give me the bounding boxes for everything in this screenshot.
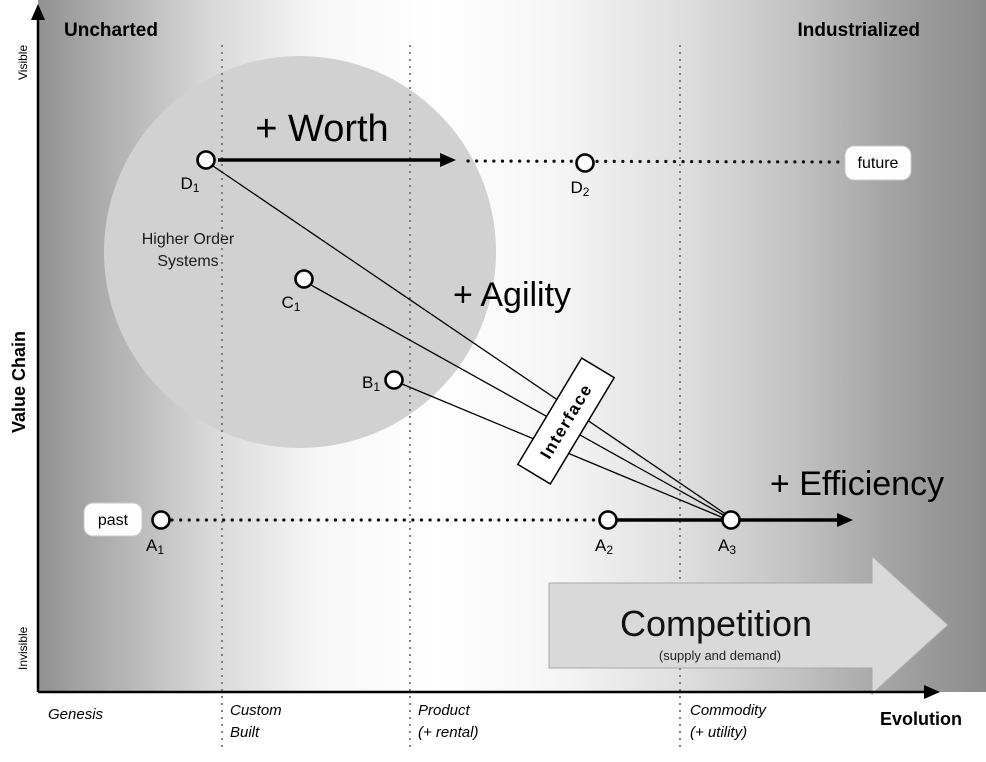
stage-custom-line2: Built bbox=[230, 724, 260, 741]
stage-genesis-line1: Genesis bbox=[48, 706, 104, 723]
node-label-b1: B1 bbox=[362, 373, 380, 394]
node-a1 bbox=[151, 510, 171, 530]
higher-order-systems-label-line1: Higher Order bbox=[142, 231, 235, 248]
node-label-a1: A1 bbox=[146, 536, 164, 557]
node-b1 bbox=[384, 370, 404, 390]
node-label-d2: D2 bbox=[571, 178, 590, 199]
node-c1 bbox=[294, 269, 314, 289]
stage-commodity-line2: (+ utility) bbox=[690, 724, 747, 741]
link-c1-a3 bbox=[310, 284, 728, 518]
node-label-c1: C1 bbox=[282, 293, 301, 314]
competition-label: Competition bbox=[620, 603, 812, 644]
future-tag-box bbox=[844, 145, 912, 181]
higher-order-systems-label-line2: Systems bbox=[157, 253, 218, 270]
node-label-a3: A3 bbox=[718, 536, 736, 557]
stage-product-line2: (+ rental) bbox=[418, 724, 478, 741]
interface-box-rect bbox=[516, 357, 616, 485]
invisible-label: Invisible bbox=[16, 626, 30, 670]
link-d1-a3 bbox=[212, 165, 728, 516]
past-tag-box bbox=[83, 502, 143, 537]
worth-annotation: + Worth bbox=[255, 108, 388, 150]
future-label: future bbox=[858, 155, 899, 172]
uncharted-label: Uncharted bbox=[64, 20, 158, 41]
x-axis-arrowhead bbox=[924, 685, 940, 699]
competition-sublabel: (supply and demand) bbox=[659, 648, 781, 663]
industrialized-label: Industrialized bbox=[798, 20, 920, 41]
evolution-label: Evolution bbox=[880, 709, 962, 729]
stage-custom-line1: Custom bbox=[230, 702, 282, 719]
node-label-d1: D1 bbox=[181, 174, 200, 195]
visible-label: Visible bbox=[16, 45, 30, 80]
efficiency-annotation: + Efficiency bbox=[770, 465, 944, 503]
node-d2 bbox=[575, 153, 595, 173]
worth-arrowhead bbox=[440, 153, 456, 167]
future-dotted-line bbox=[466, 159, 840, 164]
stage-commodity-line1: Commodity bbox=[690, 702, 767, 719]
y-axis-arrowhead bbox=[31, 4, 45, 20]
agility-annotation: + Agility bbox=[453, 276, 571, 314]
node-label-a2: A2 bbox=[595, 536, 613, 557]
node-d1 bbox=[196, 150, 216, 170]
competition-arrow bbox=[548, 554, 949, 696]
node-a2 bbox=[598, 510, 618, 530]
node-a3 bbox=[721, 510, 741, 530]
efficiency-arrowhead bbox=[837, 513, 853, 527]
stage-product-line1: Product bbox=[418, 702, 471, 719]
past-label: past bbox=[98, 512, 129, 529]
value-chain-label: Value Chain bbox=[9, 331, 29, 433]
interface-box: Interface bbox=[516, 357, 616, 485]
